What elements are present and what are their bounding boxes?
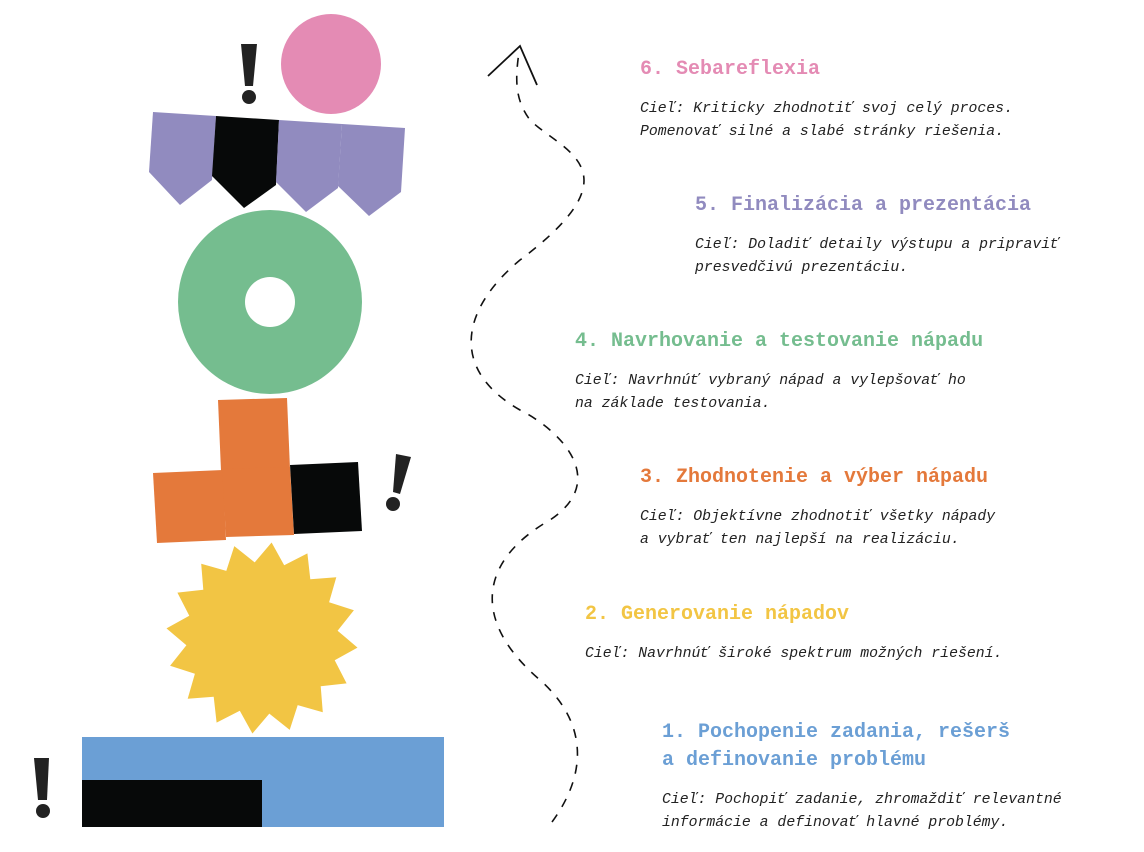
step-title: 6. Sebareflexia [640, 58, 821, 81]
step-goal: Cieľ: Navrhnúť vybraný nápad a vylepšova… [575, 373, 966, 389]
exclamation-icon [34, 758, 50, 818]
step-goal: Cieľ: Kriticky zhodnotiť svoj celý proce… [640, 101, 1013, 117]
step-title: 1. Pochopenie zadania, rešerš [662, 721, 1011, 744]
step-goal: informácie a definovať hlavné problémy. [662, 815, 1009, 831]
step-goal: Cieľ: Objektívne zhodnotiť všetky nápady [640, 509, 996, 525]
dashed-progress-path [470, 51, 585, 823]
step-goal: a vybrať ten najlepší na realizáciu. [640, 532, 960, 548]
step-goal: Cieľ: Doladiť detaily výstupu a pripravi… [695, 237, 1060, 253]
step-4: 4. Navrhovanie a testovanie nápadu Cieľ:… [575, 328, 983, 416]
purple-pennant-2 [276, 120, 342, 212]
donut-hole [245, 277, 295, 327]
yellow-star-shape [166, 542, 358, 734]
step-title: 3. Zhodnotenie a výber nápadu [640, 466, 989, 489]
step-6: 6. Sebareflexia Cieľ: Kriticky zhodnotiť… [640, 56, 1013, 144]
orange-square-left [153, 470, 226, 543]
step-5: 5. Finalizácia a prezentácia Cieľ: Dolad… [695, 192, 1059, 280]
step-title: 2. Generovanie nápadov [585, 603, 850, 626]
orange-square-top [218, 398, 290, 471]
step-title: a definovanie problému [662, 749, 927, 772]
step-goal: Cieľ: Pochopiť zadanie, zhromaždiť relev… [662, 792, 1062, 808]
step-goal: na základe testovania. [575, 396, 771, 412]
purple-pennant-3 [338, 124, 405, 216]
orange-square-mid [222, 467, 294, 537]
purple-pennant-1 [149, 112, 216, 205]
step-goal: Pomenovať silné a slabé stránky riešenia… [640, 124, 1005, 140]
step-2: 2. Generovanie nápadov Cieľ: Navrhnúť ši… [585, 601, 1002, 666]
arrow-head-icon [487, 44, 538, 86]
exclamation-icon [386, 454, 411, 511]
black-pennant [212, 116, 279, 208]
pink-circle [281, 14, 381, 114]
exclamation-icon [241, 44, 257, 104]
step-goal: Cieľ: Navrhnúť široké spektrum možných r… [585, 646, 1003, 662]
step-goal: presvedčivú prezentáciu. [695, 260, 909, 276]
step-title: 5. Finalizácia a prezentácia [695, 194, 1032, 217]
step-title: 4. Navrhovanie a testovanie nápadu [575, 330, 984, 353]
step-3: 3. Zhodnotenie a výber nápadu Cieľ: Obje… [640, 464, 995, 552]
black-square [290, 462, 362, 534]
black-block [82, 780, 262, 827]
step-1: 1. Pochopenie zadania, rešerš a definova… [662, 719, 1062, 835]
